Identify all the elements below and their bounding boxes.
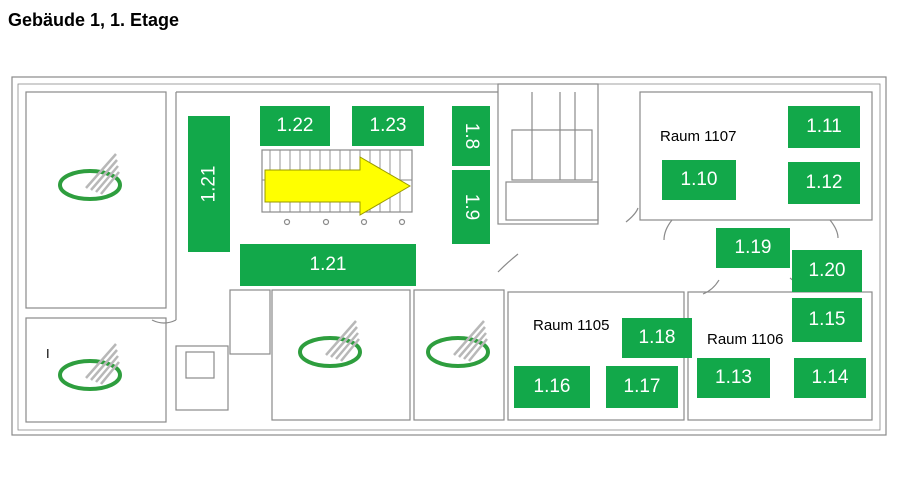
room-1107-outline	[639, 91, 873, 221]
room-number-1-20: 1.20	[792, 250, 862, 292]
small-mark: I	[46, 346, 50, 361]
logo-icon-middle-1	[298, 320, 362, 368]
building-outline	[11, 76, 887, 436]
room-label-1107: Raum 1107	[660, 128, 737, 145]
room-number-1-14: 1.14	[794, 358, 866, 398]
room-number-1-21-horizontal: 1.21	[240, 244, 416, 286]
direction-arrow-icon	[264, 156, 411, 216]
logo-icon-top-left	[58, 153, 122, 201]
room-number-1-11: 1.11	[788, 106, 860, 148]
room-middle-2	[413, 289, 505, 421]
page-title: Gebäude 1, 1. Etage	[8, 10, 180, 30]
room-number-1-23: 1.23	[352, 106, 424, 146]
room-middle-1	[271, 289, 411, 421]
room-number-1-21-vertical: 1.21	[188, 116, 230, 252]
logo-icon-bottom-left	[58, 343, 122, 391]
room-left-upper	[25, 91, 167, 309]
room-number-1-10: 1.10	[662, 160, 736, 200]
room-label-1106: Raum 1106	[707, 331, 784, 348]
room-left-lower	[25, 317, 167, 423]
room-number-1-17: 1.17	[606, 366, 678, 408]
logo-icon-middle-2	[426, 320, 490, 368]
room-number-1-22: 1.22	[260, 106, 330, 146]
room-number-1-13: 1.13	[697, 358, 770, 398]
room-number-1-18: 1.18	[622, 318, 692, 358]
room-number-1-12: 1.12	[788, 162, 860, 204]
room-number-1-19: 1.19	[716, 228, 790, 268]
stair-block	[261, 149, 413, 213]
room-number-1-16: 1.16	[514, 366, 590, 408]
room-label-1105: Raum 1105	[533, 317, 610, 334]
room-number-1-15: 1.15	[792, 298, 862, 342]
room-number-1-9: 1.9	[452, 170, 490, 244]
room-number-1-8: 1.8	[452, 106, 490, 166]
